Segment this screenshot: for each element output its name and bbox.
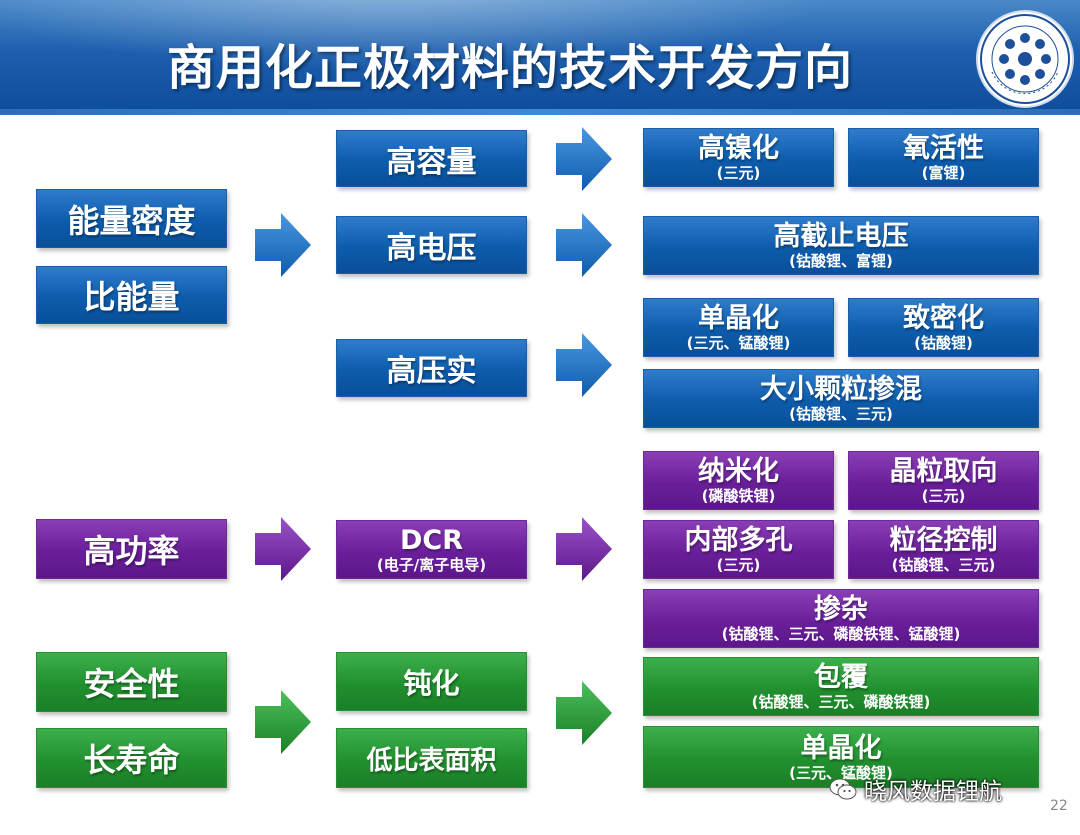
goal-high-power: 高功率 [36,519,227,579]
strategy-high-compaction: 高压实 [336,339,527,397]
method-internal-porosity: 内部多孔 (三元) [643,520,834,579]
method-single-crystal: 单晶化 (三元、锰酸锂) [643,298,834,357]
method-single-crystal-2: 单晶化 (三元、锰酸锂) [643,726,1039,788]
method-oxygen-activity: 氧活性 (富锂) [848,128,1039,187]
strategy-high-capacity: 高容量 [336,130,527,187]
arrow-right-icon [556,517,612,581]
arrow-right-icon [255,213,311,277]
arrow-right-icon [556,127,612,191]
arrow-right-icon [556,333,612,397]
slide-title: 商用化正极材料的技术开发方向 [166,40,853,96]
watermark: 晓风数据锂航 [828,772,1002,806]
slide-header: 商用化正极材料的技术开发方向 [0,0,1080,115]
goal-energy-density: 能量密度 [36,189,227,248]
strategy-low-surface-area: 低比表面积 [336,728,527,788]
arrow-right-icon [255,690,311,754]
goal-long-life: 长寿命 [36,728,227,788]
method-size-mixing: 大小颗粒掺混 (钴酸锂、三元) [643,369,1039,428]
method-high-cutoff-voltage: 高截止电压 (钴酸锂、富锂) [643,216,1039,275]
method-grain-orientation: 晶粒取向 (三元) [848,451,1039,510]
arrow-right-icon [556,213,612,277]
method-particle-size-control: 粒径控制 (钴酸锂、三元) [848,520,1039,579]
arrow-right-icon [255,517,311,581]
goal-safety: 安全性 [36,652,227,712]
page-number: 22 [1050,798,1068,814]
method-doping: 掺杂 (钴酸锂、三元、磷酸铁锂、锰酸锂) [643,589,1039,648]
method-high-nickel: 高镍化 (三元) [643,128,834,187]
academy-logo [976,10,1074,108]
strategy-high-voltage: 高电压 [336,216,527,274]
wechat-icon [829,778,857,800]
goal-specific-energy: 比能量 [36,266,227,324]
strategy-passivation: 钝化 [336,652,527,711]
arrow-right-icon [556,681,612,745]
method-nano: 纳米化 (磷酸铁锂) [643,451,834,510]
strategy-dcr: DCR (电子/离子电导) [336,520,527,579]
method-coating: 包覆 (钴酸锂、三元、磷酸铁锂) [643,657,1039,716]
method-densification: 致密化 (钴酸锂) [848,298,1039,357]
